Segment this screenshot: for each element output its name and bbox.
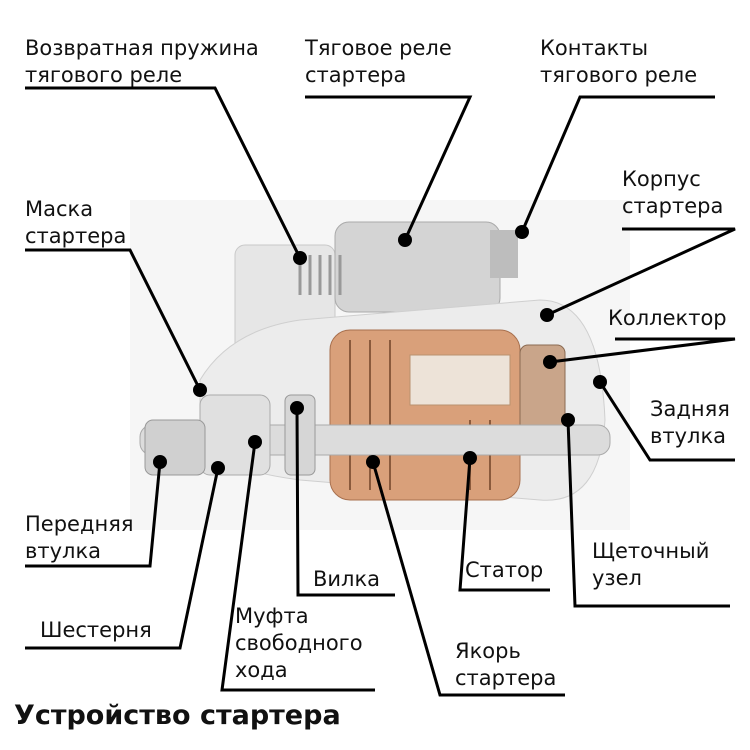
label-line: Передняя <box>25 512 134 536</box>
label-stator: Статор <box>465 557 543 584</box>
label-front-bushing: Передняя втулка <box>25 511 133 565</box>
label-line: Контакты <box>540 36 649 60</box>
label-line: Муфта <box>235 604 309 628</box>
label-line: стартера <box>455 666 557 690</box>
leader-lines <box>25 86 736 697</box>
label-fork: Вилка <box>313 566 380 593</box>
label-line: тягового реле <box>25 63 183 87</box>
label-line: стартера <box>622 194 724 218</box>
diagram-title: Устройство стартера <box>14 700 341 731</box>
label-mask: Маска стартера <box>25 196 126 250</box>
label-line: Возвратная пружина <box>25 36 259 60</box>
label-armature: Якорь стартера <box>455 638 556 692</box>
label-traction-relay: Тяговое реле стартера <box>305 35 452 89</box>
label-line: Задняя <box>650 397 730 421</box>
traction-relay-body <box>334 221 501 313</box>
label-line: стартера <box>25 224 127 248</box>
label-line: Статор <box>465 558 544 582</box>
label-rear-bushing: Задняя втулка <box>650 396 730 450</box>
label-line: хода <box>235 658 288 682</box>
label-line: узел <box>592 566 642 590</box>
label-housing: Корпус стартера <box>622 166 723 220</box>
label-line: Якорь <box>455 639 521 663</box>
label-line: Щеточный <box>592 539 710 563</box>
label-line: Шестерня <box>40 618 152 642</box>
leader-dots <box>153 225 607 475</box>
label-relay-contacts: Контакты тягового реле <box>540 35 697 89</box>
label-return-spring: Возвратная пружина тягового реле <box>25 35 259 89</box>
label-line: свободного <box>235 631 363 655</box>
label-line: стартера <box>305 63 407 87</box>
label-line: Маска <box>25 197 94 221</box>
label-line: Коллектор <box>608 306 727 330</box>
label-gear: Шестерня <box>40 617 152 644</box>
label-freewheel: Муфта свободного хода <box>235 603 363 684</box>
label-brush-unit: Щеточный узел <box>592 538 709 592</box>
label-line: тягового реле <box>540 63 698 87</box>
label-collector: Коллектор <box>608 305 727 332</box>
label-line: втулка <box>650 424 727 448</box>
label-line: втулка <box>25 539 102 563</box>
label-line: Корпус <box>622 167 701 191</box>
label-line: Тяговое реле <box>305 36 452 60</box>
label-line: Вилка <box>313 567 381 591</box>
